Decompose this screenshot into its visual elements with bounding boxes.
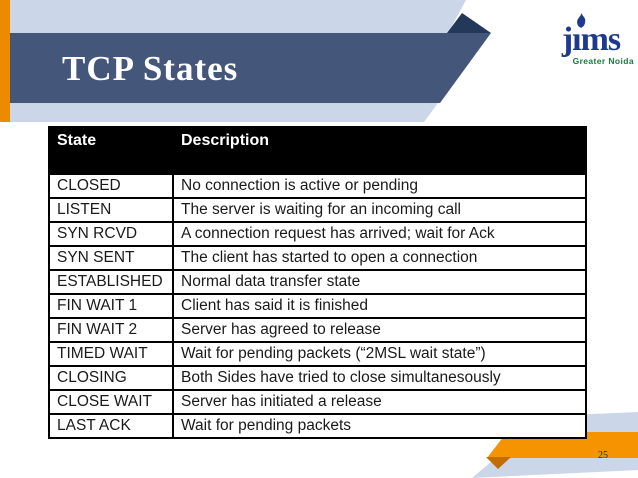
state-cell: SYN SENT: [48, 245, 174, 271]
state-cell: TIMED WAIT: [48, 341, 174, 367]
description-cell: Both Sides have tried to close simultane…: [172, 365, 587, 391]
state-cell: SYN RCVD: [48, 221, 174, 247]
jims-logo-wordmark: jıms: [561, 13, 621, 58]
table-row: ESTABLISHED Normal data transfer state: [48, 269, 587, 295]
table-row: LAST ACK Wait for pending packets: [48, 413, 587, 439]
description-cell: A connection request has arrived; wait f…: [172, 221, 587, 247]
state-cell: LAST ACK: [48, 413, 174, 439]
state-cell: FIN WAIT 1: [48, 293, 174, 319]
description-cell: The client has started to open a connect…: [172, 245, 587, 271]
table-row: SYN SENT The client has started to open …: [48, 245, 587, 271]
description-cell: The server is waiting for an incoming ca…: [172, 197, 587, 223]
page-title: TCP States: [62, 49, 239, 88]
state-cell: CLOSING: [48, 365, 174, 391]
description-cell: No connection is active or pending: [172, 173, 587, 199]
state-cell: LISTEN: [48, 197, 174, 223]
left-orange-accent-bar: [0, 0, 10, 122]
jims-logo-text: jıms: [561, 21, 621, 58]
description-cell: Normal data transfer state: [172, 269, 587, 295]
jims-logo: jıms Greater Noida: [546, 13, 636, 66]
description-cell: Client has said it is finished: [172, 293, 587, 319]
state-cell: CLOSED: [48, 173, 174, 199]
tcp-states-table: State Description CLOSED No connection i…: [48, 126, 587, 439]
state-cell: FIN WAIT 2: [48, 317, 174, 343]
table-row: FIN WAIT 2 Server has agreed to release: [48, 317, 587, 343]
table-row: LISTEN The server is waiting for an inco…: [48, 197, 587, 223]
jims-logo-subtext: Greater Noida: [572, 56, 634, 66]
column-header-description: Description: [172, 126, 587, 175]
page-number: 25: [598, 450, 608, 461]
state-cell: CLOSE WAIT: [48, 389, 174, 415]
table-row: CLOSE WAIT Server has initiated a releas…: [48, 389, 587, 415]
table-row: CLOSING Both Sides have tried to close s…: [48, 365, 587, 391]
column-header-state: State: [48, 126, 174, 175]
table-row: FIN WAIT 1 Client has said it is finishe…: [48, 293, 587, 319]
description-cell: Wait for pending packets: [172, 413, 587, 439]
state-cell: ESTABLISHED: [48, 269, 174, 295]
description-cell: Wait for pending packets (“2MSL wait sta…: [172, 341, 587, 367]
table-header-row: State Description: [48, 126, 587, 175]
description-cell: Server has agreed to release: [172, 317, 587, 343]
table-row: TIMED WAIT Wait for pending packets (“2M…: [48, 341, 587, 367]
description-cell: Server has initiated a release: [172, 389, 587, 415]
table-row: SYN RCVD A connection request has arrive…: [48, 221, 587, 247]
flame-icon: [576, 13, 586, 28]
table-row: CLOSED No connection is active or pendin…: [48, 173, 587, 199]
